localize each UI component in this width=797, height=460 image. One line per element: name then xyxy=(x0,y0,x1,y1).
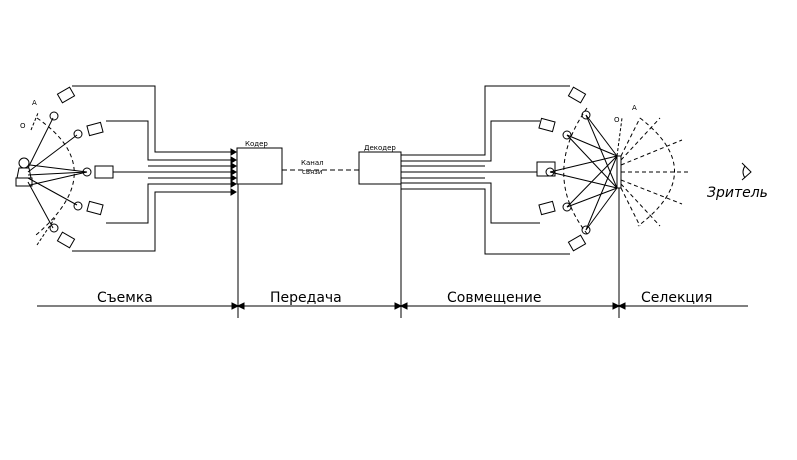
projection-stage-group: А О Зритель xyxy=(401,85,768,255)
decoder-label: Декодер xyxy=(364,144,396,152)
camera-icon-1 xyxy=(49,86,76,121)
stage-axis: Съемка Передача Совмещение Селекция xyxy=(37,184,748,318)
coder-label: Кодер xyxy=(245,140,268,148)
projector-icon-4 xyxy=(538,200,572,216)
projector-arc xyxy=(563,107,589,236)
transmission-group: Кодер Канал связи Декодер xyxy=(236,140,402,185)
stage-label-transmission: Передача xyxy=(270,290,342,306)
point-a-left-label: А xyxy=(32,99,37,107)
decoder-box xyxy=(358,151,402,185)
channel-label-2: связи xyxy=(302,168,322,176)
camera-icon-4 xyxy=(73,200,104,216)
projector-icon-2 xyxy=(538,117,572,140)
point-o-left-label: О xyxy=(20,122,26,130)
projector-icon-5 xyxy=(567,225,591,252)
projector-icon-3 xyxy=(536,161,556,177)
stage-label-combining: Совмещение xyxy=(447,290,541,306)
screen xyxy=(616,155,622,189)
camera-icon-2 xyxy=(73,121,104,139)
eye-icon xyxy=(741,162,752,181)
stage-label-selection: Селекция xyxy=(641,290,712,306)
camera-icon-5 xyxy=(49,223,76,249)
point-a-right-label: А xyxy=(632,104,637,112)
stage-label-shooting: Съемка xyxy=(97,290,153,306)
viewer-label: Зритель xyxy=(707,185,768,201)
camera-arc-left xyxy=(35,117,75,236)
coder-box xyxy=(236,147,283,185)
projector-icon-1 xyxy=(567,86,591,120)
point-o-right-label: О xyxy=(614,116,620,124)
object-figure-icon xyxy=(15,157,33,187)
shooting-stage-group: А О xyxy=(15,85,237,252)
viewing-zones xyxy=(620,117,690,227)
camera-icon-3 xyxy=(82,165,114,179)
channel-label-1: Канал xyxy=(301,159,324,167)
